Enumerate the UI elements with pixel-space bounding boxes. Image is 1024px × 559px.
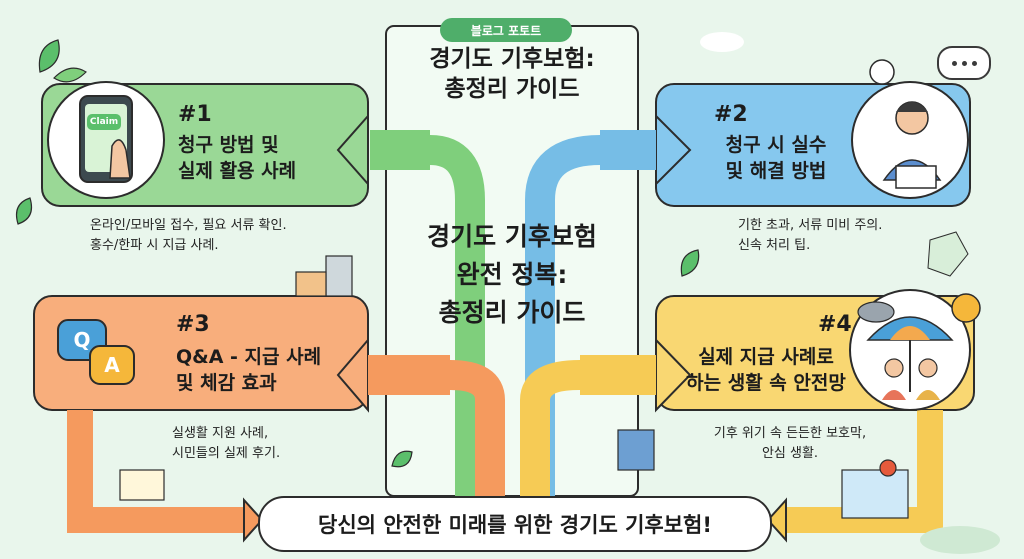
top-title: 경기도 기후보험: 총정리 가이드 (388, 44, 636, 104)
card-3-description: 실생활 지원 사례, 시민들의 실제 후기. (172, 424, 280, 464)
card-4-heading: 실제 지급 사례로 하는 생활 속 안전망 (666, 344, 866, 396)
card-3-heading-line-1: Q&A - 지급 사례 (176, 346, 322, 368)
cloud-decoration (700, 32, 1000, 554)
card-1-number: #1 (178, 102, 212, 127)
card-4-heading-line-1: 실제 지급 사례로 (698, 346, 834, 368)
leaf-decoration (15, 39, 700, 468)
card-4-number: #4 (818, 312, 852, 337)
blog-tag: 블로그 포토트 (440, 18, 572, 42)
qa-icon (57, 319, 135, 385)
center-title: 경기도 기후보험 완전 정복: 총정리 가이드 (392, 218, 632, 332)
card-3-desc-line-1: 실생활 지원 사례, (172, 426, 269, 441)
card-4-desc-line-1: 기후 위기 속 든든한 보호막, (713, 426, 867, 441)
qa-q-letter: Q (73, 328, 91, 352)
building-decoration (295, 255, 655, 471)
card-1-heading: 청구 방법 및 실제 활용 사례 (178, 132, 358, 184)
card-1-arrow (336, 113, 369, 187)
card-4-desc-line-2: 안심 생활. (761, 446, 819, 461)
card-2-heading-line-1: 청구 시 실수 (725, 134, 827, 156)
card-3-heading: Q&A - 지급 사례 및 체감 효과 (176, 344, 362, 396)
card-1-description: 온라인/모바일 접수, 필요 서류 확인. 홍수/한파 시 지급 사례. (90, 216, 287, 256)
card-2-desc-line-1: 기한 초과, 서류 미비 주의. (738, 218, 883, 233)
orange-flow (449, 360, 505, 496)
card-2-heading-line-2: 및 해결 방법 (725, 160, 827, 182)
card-3-number: #3 (176, 312, 210, 337)
bottom-banner: 당신의 안전한 미래를 위한 경기도 기후보험! (258, 496, 772, 552)
card-3-heading-line-2: 및 체감 효과 (176, 372, 277, 394)
center-title-line-3: 총정리 가이드 (438, 298, 586, 327)
card-2-desc-line-2: 신속 처리 팁. (738, 238, 811, 253)
top-title-line-2: 총정리 가이드 (444, 76, 580, 102)
blue-flow (525, 135, 601, 496)
card-1-heading-line-2: 실제 활용 사례 (178, 160, 297, 182)
speech-bubble-icon (937, 46, 991, 80)
worried-person-icon (851, 59, 969, 199)
center-title-line-1: 경기도 기후보험 (427, 222, 597, 251)
card-4-heading-line-2: 하는 생활 속 안전망 (686, 372, 846, 394)
green-flow (429, 135, 485, 496)
card-4-description: 기후 위기 속 든든한 보호막, 안심 생활. (690, 424, 890, 464)
phone-icon (47, 81, 165, 199)
family-umbrella-icon (849, 289, 981, 411)
map-decoration (119, 231, 969, 519)
card-3-desc-line-2: 시민들의 실제 후기. (172, 446, 281, 461)
card-2-description: 기한 초과, 서류 미비 주의. 신속 처리 팁. (738, 216, 882, 256)
top-title-line-1: 경기도 기후보험: (429, 46, 595, 72)
card-2-heading: 청구 시 실수 및 해결 방법 (696, 132, 856, 184)
card-1-heading-line-1: 청구 방법 및 (178, 134, 279, 156)
card-2-number: #2 (714, 102, 748, 127)
card-1-desc-line-2: 홍수/한파 시 지급 사례. (90, 238, 219, 253)
card-1-desc-line-1: 온라인/모바일 접수, 필요 서류 확인. (90, 218, 287, 233)
yellow-flow (520, 360, 581, 496)
qa-a-letter: A (104, 353, 120, 377)
phone-claim-label: Claim (89, 117, 119, 127)
center-title-line-2: 완전 정복: (456, 260, 568, 289)
